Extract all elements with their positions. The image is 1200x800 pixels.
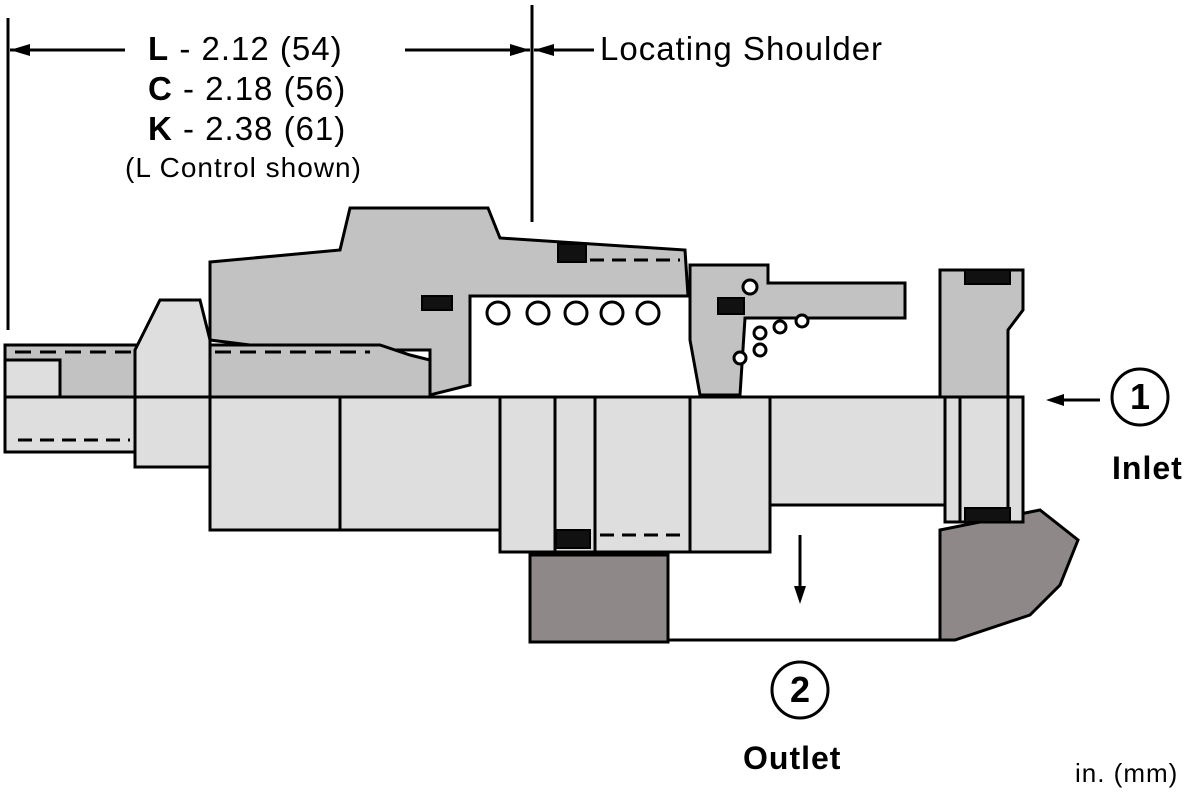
port-1-circle <box>1110 367 1170 427</box>
spring-coil-small <box>772 319 788 335</box>
shoulder-arrowhead <box>534 44 554 56</box>
control-note: (L Control shown) <box>125 152 362 183</box>
sleeve-lower <box>768 395 947 507</box>
spring-coil <box>599 300 625 326</box>
spring-coil-small <box>752 325 768 341</box>
o-ring-seal <box>717 297 745 315</box>
spring-coil <box>563 300 589 326</box>
o-ring-seal <box>964 269 1011 285</box>
spring-coil-small <box>794 313 810 329</box>
units-label: in. (mm) <box>1075 758 1179 788</box>
spring-coil-small <box>741 278 759 296</box>
adjuster-stem-lower <box>3 395 137 454</box>
spring-coil <box>485 300 511 326</box>
locating-shoulder-label: Locating Shoulder <box>600 30 884 67</box>
nose-upper <box>938 268 1025 399</box>
inlet-flow-arrowhead <box>1046 394 1064 406</box>
manifold-block-right <box>938 508 1080 642</box>
poppet-guide-upper <box>688 263 907 397</box>
spring-coil <box>635 300 661 326</box>
dimension-arrowhead-right <box>510 44 530 56</box>
o-ring-seal <box>557 243 587 263</box>
port-1-number: 1 <box>1129 376 1151 417</box>
cage-lower <box>498 395 772 554</box>
dimension-L: L - 2.12 (54) <box>148 30 343 67</box>
spring-coil <box>525 300 551 326</box>
dimension-K: K - 2.38 (61) <box>148 110 347 147</box>
outlet-label: Outlet <box>743 740 842 776</box>
dimension-arrowhead-left <box>10 44 30 56</box>
port-2-circle <box>770 660 830 720</box>
locknut-upper <box>133 298 212 399</box>
dimension-C: C - 2.18 (56) <box>148 70 347 107</box>
spring-coil-small <box>752 342 768 358</box>
o-ring-seal <box>555 529 591 549</box>
o-ring-seal <box>421 295 453 311</box>
hex-lower <box>338 395 502 532</box>
manifold-block-left <box>528 553 670 644</box>
locknut-lower <box>133 395 212 469</box>
adjuster-end <box>3 358 62 399</box>
inlet-label: Inlet <box>1112 450 1183 486</box>
port-2-number: 2 <box>789 669 811 710</box>
spring-coil-small <box>732 350 748 366</box>
o-ring-seal <box>964 507 1011 523</box>
outlet-flow-arrowhead <box>794 586 806 604</box>
nose-lower <box>943 395 1025 524</box>
